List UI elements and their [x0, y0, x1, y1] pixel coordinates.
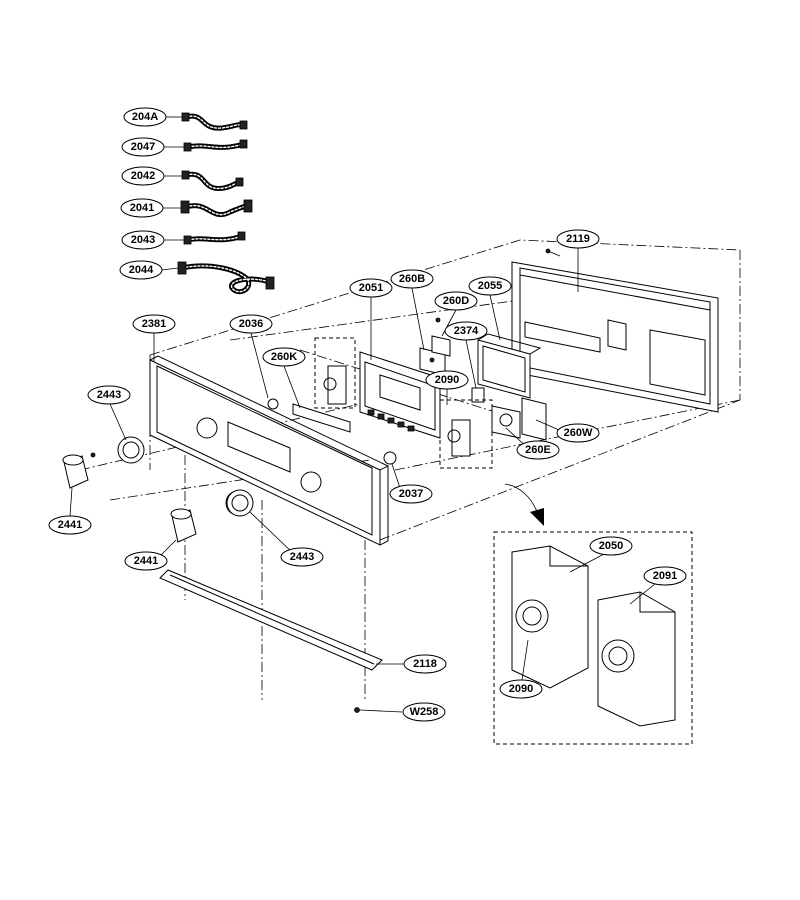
callout-260K: 260K — [262, 347, 306, 367]
button-row — [367, 409, 415, 432]
callout-2374: 2374 — [444, 321, 488, 341]
part-2037 — [383, 451, 397, 465]
callout-2051: 2051 — [349, 278, 393, 298]
encoder-housing-2091 — [597, 591, 676, 727]
callout-text: 204A — [132, 111, 158, 123]
callout-text: 260K — [271, 351, 297, 363]
callout-2042: 2042 — [121, 166, 165, 186]
control-board-2051 — [359, 351, 441, 439]
callout-text: 2037 — [399, 488, 423, 500]
callout-260D: 260D — [434, 291, 478, 311]
callout-2041: 2041 — [120, 198, 164, 218]
wire-harness-2044 — [177, 261, 275, 295]
wire-harness-2043 — [183, 231, 246, 245]
callout-2119: 2119 — [556, 229, 600, 249]
callout-text: 2381 — [142, 318, 166, 330]
callout-text: 260D — [443, 295, 469, 307]
part-260K — [292, 403, 351, 433]
callout-2055: 2055 — [468, 276, 512, 296]
bracket-2374 — [471, 387, 485, 403]
callout-text: 2041 — [130, 202, 154, 214]
callout-2090-main: 2090 — [425, 370, 469, 390]
callout-2044: 2044 — [119, 260, 163, 280]
callout-2118: 2118 — [403, 654, 447, 674]
callout-text: 2090 — [435, 374, 459, 386]
callout-2441-left: 2441 — [48, 515, 92, 535]
callout-text: 2118 — [413, 658, 437, 670]
wire-harness-2047 — [183, 139, 248, 152]
callout-text: 2441 — [134, 555, 158, 567]
detail-box — [493, 531, 693, 745]
callout-text: 2090 — [509, 683, 533, 695]
wire-harness-204A — [181, 112, 248, 131]
callout-text: 260B — [399, 273, 425, 285]
callout-2091: 2091 — [643, 566, 687, 586]
rear-bracket-2119 — [511, 248, 719, 413]
callout-text: 260E — [525, 444, 551, 456]
callout-text: 260W — [564, 427, 593, 439]
callout-text: 2055 — [478, 280, 502, 292]
callout-260B: 260B — [390, 269, 434, 289]
knob-2441-left — [62, 452, 96, 489]
callout-204A: 204A — [123, 107, 167, 127]
pcb-260D — [431, 317, 451, 357]
callout-2043: 2043 — [121, 230, 165, 250]
callout-text: 2050 — [599, 540, 623, 552]
encoder-housing-2050 — [511, 545, 589, 689]
callout-260W: 260W — [556, 423, 600, 443]
bezel-2443-left — [117, 436, 145, 464]
callout-text: 2044 — [129, 264, 154, 276]
trim-2118 — [159, 569, 383, 671]
encoder-left — [314, 337, 356, 409]
callout-2090-detail: 2090 — [499, 679, 543, 699]
callout-text: 2374 — [454, 325, 479, 337]
bracket-260W — [521, 397, 547, 441]
wire-harness-2041 — [180, 199, 253, 218]
knob-2441-right — [170, 508, 197, 543]
callout-2050: 2050 — [589, 536, 633, 556]
callout-2381: 2381 — [132, 314, 176, 334]
wire-harness-2042 — [181, 170, 244, 191]
bezel-2443-right — [226, 489, 254, 517]
callout-260E: 260E — [516, 440, 560, 460]
callout-text: 2443 — [290, 551, 314, 563]
callout-2443-right: 2443 — [280, 547, 324, 567]
part-2036 — [267, 398, 279, 410]
callout-text: 2091 — [653, 570, 677, 582]
callout-text: W258 — [410, 706, 439, 718]
callout-text: 2036 — [239, 318, 263, 330]
callout-text: 2043 — [131, 234, 155, 246]
callout-text: 2443 — [97, 389, 121, 401]
screw-W258 — [354, 707, 360, 713]
pcb-260E — [491, 405, 521, 439]
detail-arrow — [504, 483, 544, 526]
callout-text: 2441 — [58, 519, 82, 531]
callout-W258: W258 — [402, 702, 446, 722]
callout-2037: 2037 — [389, 484, 433, 504]
lcd-module-2055 — [477, 333, 542, 399]
callout-2036: 2036 — [229, 314, 273, 334]
callout-text: 2047 — [131, 141, 155, 153]
callout-text: 2119 — [566, 233, 590, 245]
callout-2047: 2047 — [121, 137, 165, 157]
callout-2443-left: 2443 — [87, 385, 131, 405]
control-panel-2381 — [149, 355, 389, 546]
encoder-right — [439, 399, 493, 469]
callout-2441-right: 2441 — [124, 551, 168, 571]
callout-text: 2051 — [359, 282, 383, 294]
callout-text: 2042 — [131, 170, 155, 182]
